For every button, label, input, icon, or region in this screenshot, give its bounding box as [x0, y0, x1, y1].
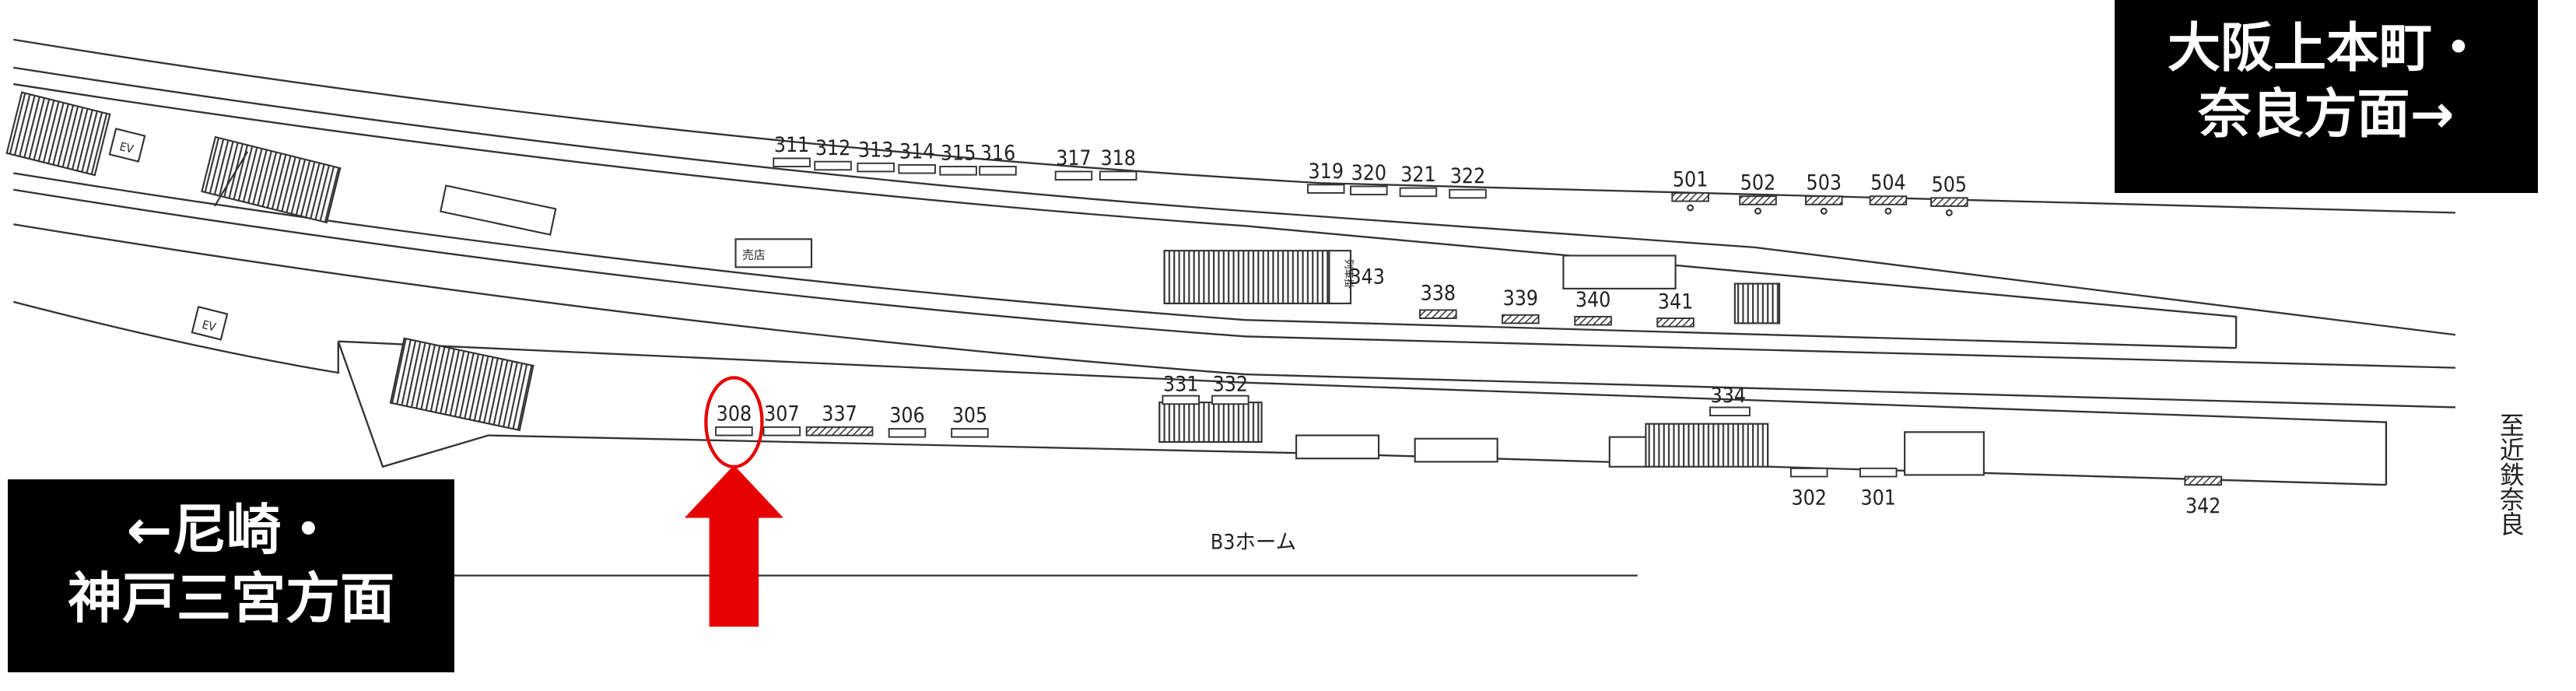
- location-marker: [1399, 187, 1438, 198]
- location-label-502: 502: [1740, 171, 1775, 195]
- location-marker: [2184, 475, 2222, 486]
- direction-left-box: ←尼崎・ 神戸三宮方面: [8, 479, 454, 672]
- location-label-318: 318: [1100, 146, 1135, 170]
- svg-text:売店: 売店: [742, 249, 766, 262]
- location-label-337: 337: [822, 402, 857, 426]
- marker-dot-icon: [1687, 204, 1695, 212]
- location-marker: [773, 157, 811, 168]
- location-marker: [1739, 195, 1777, 205]
- location-label-504: 504: [1870, 171, 1905, 195]
- location-label-505: 505: [1932, 173, 1967, 197]
- location-label-319: 319: [1309, 160, 1344, 184]
- location-label-317: 317: [1056, 146, 1091, 170]
- location-label-343: 343: [1349, 265, 1384, 289]
- marker-dot-icon: [1820, 207, 1828, 215]
- track-line: [13, 188, 2456, 369]
- island-platform-top: [13, 82, 2238, 349]
- location-label-339: 339: [1503, 286, 1538, 310]
- location-label-331: 331: [1163, 372, 1198, 396]
- location-label-305: 305: [952, 404, 987, 428]
- direction-left-line2: 神戸三宮方面: [68, 566, 394, 630]
- location-marker: [1449, 188, 1487, 199]
- location-label-308: 308: [717, 402, 752, 426]
- outer-wall-line: [13, 38, 2456, 214]
- svg-text:列車掛: 列車掛: [1344, 259, 1355, 289]
- location-marker: [1930, 197, 1968, 207]
- location-label-315: 315: [941, 142, 976, 166]
- location-label-340: 340: [1575, 288, 1610, 312]
- location-marker: [1671, 192, 1709, 202]
- location-marker: [857, 162, 895, 173]
- location-marker: [888, 428, 927, 438]
- location-marker: [762, 426, 801, 437]
- lower-platform-outer: [12, 300, 2387, 486]
- location-label-302: 302: [1791, 486, 1826, 510]
- location-label-332: 332: [1213, 372, 1248, 396]
- location-marker: [1869, 195, 1908, 205]
- location-marker: [1211, 395, 1249, 405]
- location-marker: [1805, 195, 1843, 205]
- location-marker: [1502, 314, 1540, 324]
- location-label-307: 307: [764, 402, 799, 426]
- location-marker: [1306, 184, 1345, 194]
- svg-text:EV: EV: [201, 318, 218, 335]
- location-label-311: 311: [774, 133, 809, 157]
- location-label-301: 301: [1860, 486, 1895, 510]
- location-marker: [715, 426, 753, 437]
- location-label-342: 342: [2185, 494, 2220, 518]
- location-marker: [1099, 170, 1137, 181]
- shop-icon: 売店: [734, 238, 813, 268]
- location-label-313: 313: [858, 138, 893, 162]
- location-label-316: 316: [980, 142, 1015, 166]
- elevator-icon: EV EV: [108, 128, 229, 341]
- location-label-334: 334: [1711, 384, 1746, 408]
- location-marker: [814, 160, 852, 171]
- location-label-503: 503: [1807, 171, 1842, 195]
- stairs-icon: [5, 91, 1985, 476]
- location-label-338: 338: [1421, 282, 1456, 306]
- red-arrow-icon: [684, 465, 783, 627]
- location-marker: [1054, 170, 1093, 181]
- location-marker: [979, 166, 1017, 176]
- direction-right-line2: 奈良方面→: [2198, 84, 2455, 146]
- location-marker: [939, 166, 977, 176]
- location-label-320: 320: [1351, 161, 1386, 185]
- direction-left-line1: ←尼崎・: [126, 498, 336, 562]
- track-line: [13, 66, 2456, 336]
- location-marker: [1789, 467, 1828, 478]
- location-label-501: 501: [1673, 167, 1708, 191]
- location-marker: [1656, 317, 1695, 328]
- location-marker: [1859, 467, 1898, 478]
- location-marker: [1709, 406, 1751, 417]
- location-marker: [951, 428, 989, 438]
- location-label-306: 306: [889, 404, 924, 428]
- location-label-341: 341: [1658, 289, 1693, 314]
- terminus-label: 至近鉄奈良: [2496, 412, 2525, 536]
- location-marker: [1162, 395, 1200, 405]
- track-line: [13, 223, 2456, 409]
- location-label-312: 312: [815, 136, 850, 160]
- location-marker: [805, 426, 874, 437]
- location-marker: [1419, 309, 1457, 319]
- location-marker: [1574, 315, 1612, 326]
- marker-dot-icon: [1945, 209, 1953, 216]
- marker-dot-icon: [1754, 207, 1761, 215]
- direction-right-line1: 大阪上本町・: [2167, 18, 2485, 79]
- direction-right-box: 大阪上本町・ 奈良方面→: [2115, 0, 2538, 193]
- svg-text:EV: EV: [118, 140, 135, 156]
- location-label-322: 322: [1450, 164, 1485, 188]
- lower-platform-top: [338, 340, 2388, 486]
- location-marker: [1350, 185, 1388, 196]
- location-label-314: 314: [899, 139, 934, 163]
- conductor-booth: 列車掛: [1328, 250, 1355, 305]
- island-platform-bottom: [13, 172, 2237, 349]
- platform-label: B3ホーム: [1211, 531, 1296, 555]
- location-label-321: 321: [1400, 163, 1435, 187]
- location-marker: [898, 163, 936, 174]
- marker-dot-icon: [1884, 207, 1892, 215]
